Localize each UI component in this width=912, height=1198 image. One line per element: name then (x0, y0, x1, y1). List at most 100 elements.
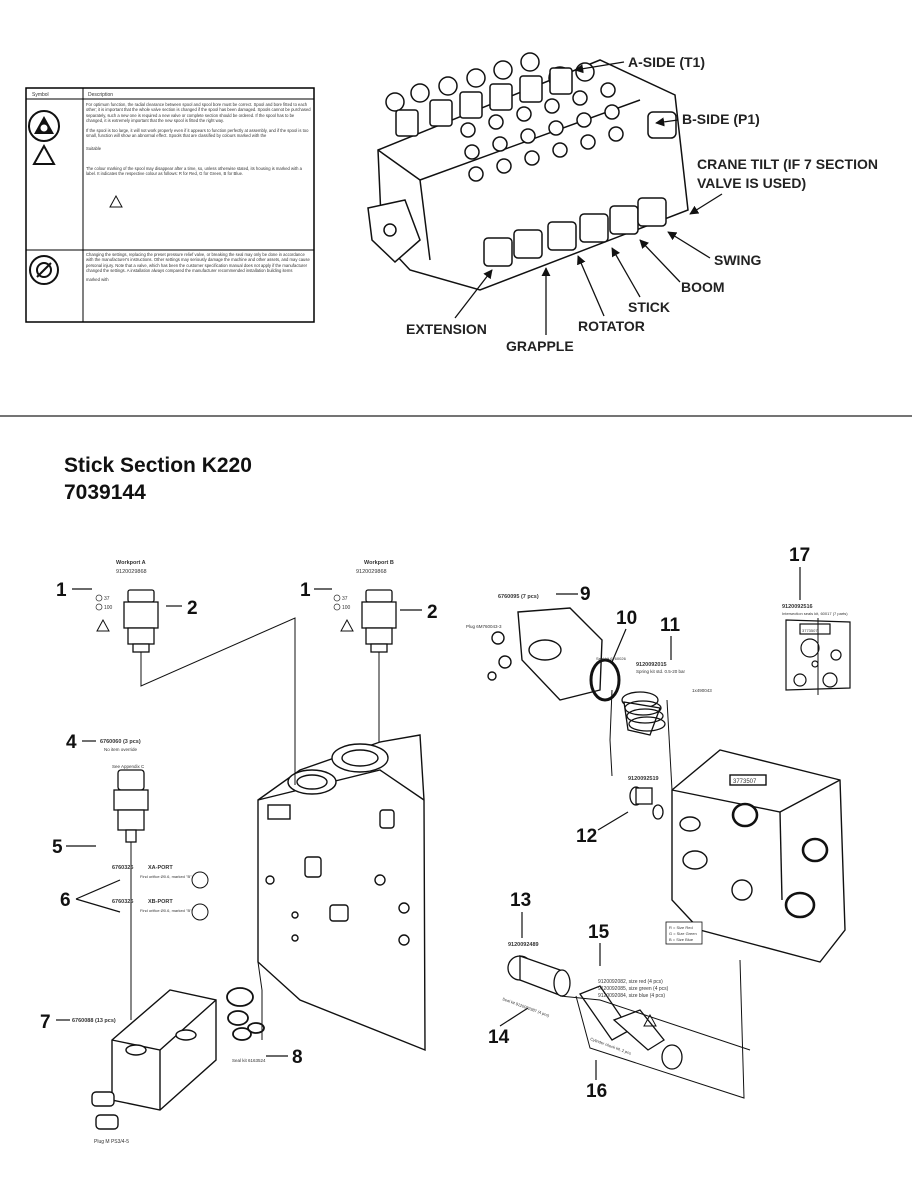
part-7-pn: 6760088 (13 pcs) (72, 1018, 116, 1024)
callout-16: 16 (586, 1081, 607, 1102)
callout-8: 8 (292, 1047, 303, 1068)
valve-section-body (257, 734, 426, 1052)
colour-key-green: G = Size Green (669, 931, 697, 936)
workport-b-label: Workport B (364, 560, 394, 566)
table-row1-text: For optimum function, the radial clearan… (86, 102, 311, 124)
part-6-pn-2: 6760326 (112, 899, 133, 905)
workport-b-pn: 9120029868 (356, 569, 387, 575)
part-4-note: No item override (104, 747, 138, 752)
table-row1-text2: If the spool is too large, it will not w… (86, 127, 309, 139)
workport-a-valve (123, 589, 159, 653)
table-row1-text3: The colour marking of the spool may disa… (86, 165, 302, 177)
callout-5: 5 (52, 837, 63, 858)
callout-9: 9 (580, 584, 591, 605)
callout-7: 7 (40, 1012, 51, 1033)
overview-labels: A-SIDE (T1) B-SIDE (P1) CRANE TILT (IF 7… (406, 54, 878, 354)
part-8-note: Seal kit 6163524 (232, 1058, 266, 1063)
label-grapple: GRAPPLE (506, 338, 574, 354)
pilot-valve (113, 769, 149, 843)
callout-leaders (56, 567, 801, 1080)
check-valve-part (629, 786, 664, 820)
label-b-side: B-SIDE (P1) (682, 111, 760, 127)
callout-14: 14 (488, 1027, 510, 1048)
colour-key-blue: B = Size Blue (669, 937, 694, 942)
warning-icon-b (340, 618, 354, 632)
label-rotator: ROTATOR (578, 318, 645, 334)
callout-4: 4 (66, 732, 77, 753)
end-block (91, 989, 217, 1130)
part-9-pn: 6760095 (7 pcs) (498, 594, 539, 600)
plug-label: Plug M PS3/4-5 (94, 1139, 129, 1145)
table-row1-sym-label: Suitable (86, 146, 102, 152)
label-extension: EXTENSION (406, 321, 487, 337)
part-12-pn: 9120092519 (628, 776, 659, 782)
callout-15: 15 (588, 922, 610, 943)
part-17-note: Intersection seals kit, 60017 (7 parts) (782, 611, 848, 616)
part-4-sub: See Appendix C (112, 764, 145, 769)
table-row2-text2: marked with (86, 276, 109, 282)
label-a-side: A-SIDE (T1) (628, 54, 705, 70)
callout-numbers: 1 2 1 2 4 5 6 7 8 9 10 11 12 13 15 14 16… (40, 545, 810, 1102)
callout-17: 17 (789, 545, 810, 566)
part-17-pn: 9120092516 (782, 604, 813, 610)
section-title-block: Stick Section K220 7039144 (64, 452, 252, 506)
spring-kit (621, 691, 666, 736)
section-title: Stick Section K220 (64, 454, 252, 477)
section-part-number: 7039144 (64, 481, 146, 504)
part-6-port-1: XA-PORT (148, 865, 173, 871)
part-13-pn: 9120092489 (508, 942, 539, 948)
callout-10: 10 (616, 608, 637, 629)
callout-6: 6 (60, 890, 71, 911)
workport-b-valve (361, 589, 397, 653)
callout-1-right: 1 (300, 580, 311, 601)
warning-icon-15 (643, 1013, 657, 1027)
block-marking: 3773507 (733, 779, 757, 785)
warning-icon-a (96, 618, 110, 632)
plug2-label: Plug 6M760043-3 (466, 624, 502, 629)
intersection-block-mark: 3773507 (802, 628, 818, 633)
spool-warning-icon (28, 110, 60, 165)
part-14-note: Seal kit 9120092987 (4 pcs) (502, 996, 551, 1018)
part-6-note-1: Find orifice Ø0.6, marked "B" (140, 874, 192, 879)
workport-a-label: Workport A (116, 560, 146, 566)
part-11-pn: 9120092015 (636, 662, 667, 668)
label-crane-tilt-1: CRANE TILT (IF 7 SECTION (697, 156, 878, 172)
callout-13: 13 (510, 890, 531, 911)
part-6-note-2: Find orifice Ø0.6, marked "B" (140, 908, 192, 913)
callout-2-left: 2 (187, 598, 198, 619)
callout-11: 11 (660, 615, 681, 636)
table-header-symbol: Symbol (32, 92, 49, 98)
pressure-relief-warning-icon (29, 255, 59, 285)
table-header-description: Description (88, 92, 113, 98)
overview-arrows (454, 61, 723, 335)
cover-plate (487, 607, 603, 701)
part-15-pn-1: 9120092082, size red (4 pcs) (598, 979, 663, 985)
valve-block-overview (367, 52, 689, 291)
callout-12: 12 (576, 826, 597, 847)
label-swing: SWING (714, 252, 762, 268)
part-15-pn-2: 9120092085, size green (4 pcs) (598, 986, 669, 992)
colour-key-red: R = Size Red (669, 925, 693, 930)
workport-a-pn: 9120029868 (116, 569, 147, 575)
part-4-pn: 6760060 (3 pcs) (100, 739, 141, 745)
symbol-table: Symbol Description For optimum function,… (25, 87, 315, 323)
torque-b-1: 37 (342, 596, 348, 602)
part-11-sub: 1x490043 (692, 688, 712, 693)
colour-key-box: R = Size Red G = Size Green B = Size Blu… (665, 921, 703, 945)
callout-2-right: 2 (427, 602, 438, 623)
part-6-pn-1: 6760326 (112, 865, 133, 871)
label-boom: BOOM (681, 279, 725, 295)
assembly-lines (130, 617, 819, 1099)
torque-b-2: 100 (342, 605, 351, 611)
small-warning-icon (109, 194, 123, 208)
part-11-note: Spring kit std. 0.5-20 bar (636, 669, 686, 674)
o-rings (226, 987, 265, 1041)
part-6-port-2: XB-PORT (148, 899, 173, 905)
torque-a-1: 37 (104, 596, 110, 602)
callout-1-left: 1 (56, 580, 67, 601)
label-stick: STICK (628, 299, 670, 315)
part-15-pn-3: 9120092084, size blue (4 pcs) (598, 993, 665, 999)
cover-seal (589, 658, 621, 702)
